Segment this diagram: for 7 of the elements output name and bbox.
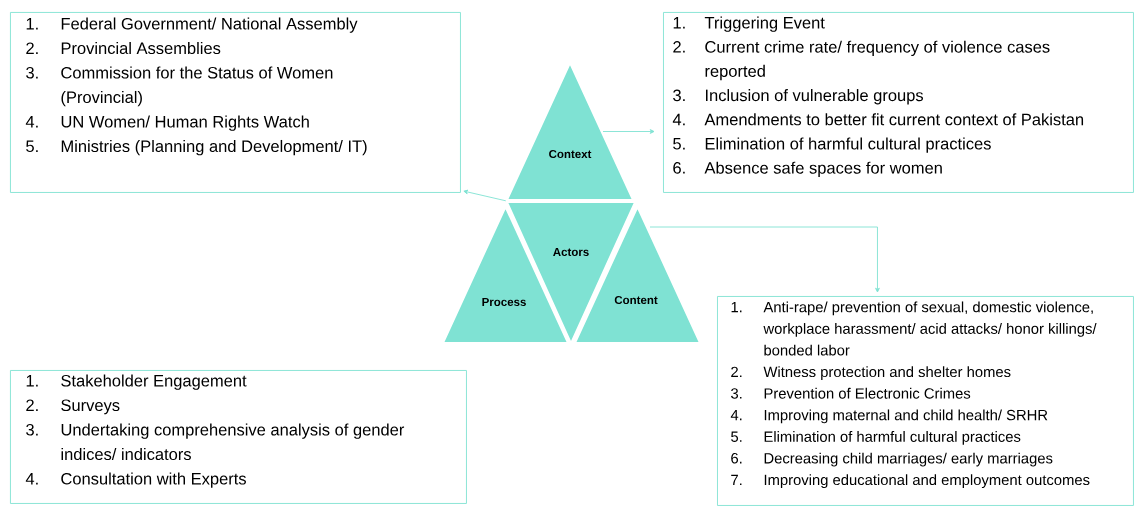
list-box: 1. Triggering Event 2. Current crime rate/ frequency of violence cases reported 3. Inclusion of vulnerable groups 4. Amendments to better fit current context of Pakistan 5. Elimination of harmful cultural practices 6. Absence safe spaces for women [663, 12, 1134, 193]
list-box: 1. Anti-rape/ prevention of sexual, domestic violence, workplace harassment/ acid attacks/ honor killings/ bonded labor 2. Witness protection and shelter homes 3. Prevention of Electronic Crimes 4. Improving maternal and child health/ SRHR 5. Elimination of harmful cultural practices 6. Decreasing child marriages/ early marriages 7. Improving educational and employment outcomes [717, 296, 1134, 506]
arrow [463, 189, 507, 202]
arrow [649, 226, 880, 293]
list-box: 1. Stakeholder Engagement 2. Surveys 3. Undertaking comprehensive analysis of gender indices/ indicators 4. Consultation with Experts [10, 370, 467, 504]
arrow [602, 129, 655, 134]
list-box: 1. Federal Government/ National Assembly 2. Provincial Assemblies 3. Commission for the Status of Women (Provincial) 4. UN Women/ Human Rights Watch 5. Ministries (Planning and Development/ IT) [10, 12, 461, 193]
